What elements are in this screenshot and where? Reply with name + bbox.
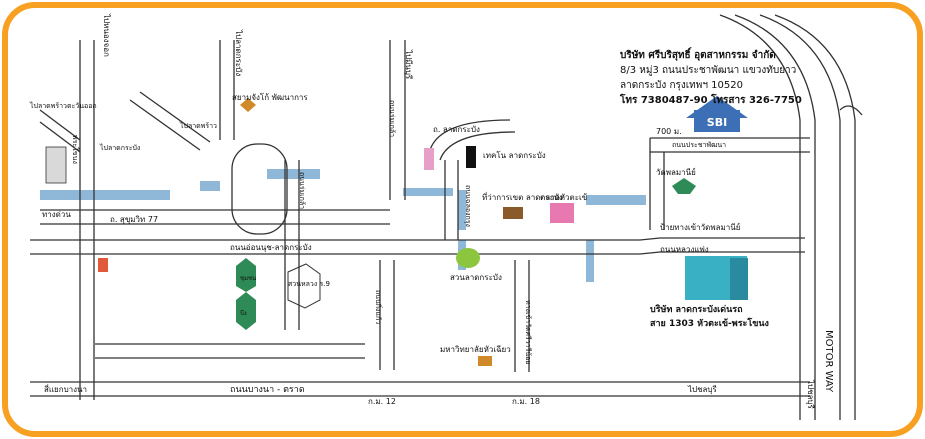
road-main-top — [30, 237, 805, 241]
road-pracha — [650, 137, 810, 153]
company-block-shadow — [730, 258, 748, 300]
rom-klao: ถนนร่มเกล้า — [298, 172, 306, 209]
to-nongchok: ไปหนองจอก — [102, 13, 111, 57]
road-main-bottom — [30, 251, 805, 255]
road-pracha-v — [649, 138, 665, 230]
tesco-block — [45, 146, 67, 184]
to-chonburi-v: ไปชลบุรี — [806, 379, 815, 410]
to-chonburi: ไปชลบุรี — [687, 385, 718, 394]
black-marker — [466, 146, 476, 168]
label-green2: บึง — [240, 310, 247, 317]
si-yaek: สี่แยกบางนา — [44, 383, 87, 394]
company-name: บริษัท ศรีบริสุทธิ์ อุตสาหกรรม จำกัด — [620, 47, 776, 61]
vert-mid: ถนนร่มเกล้า — [388, 100, 396, 137]
wat-marker — [672, 178, 696, 194]
canal-c — [458, 190, 466, 230]
canals — [40, 169, 646, 282]
red-marker — [98, 258, 108, 272]
wat-sri-waree: ทางเข้าวัดศรีวารีน้อย — [524, 300, 532, 364]
road-wind-1 — [429, 119, 516, 161]
chalong-krung: ถนนฉลองกรุง — [464, 185, 472, 227]
street-luang-phaeng: ถนนหลวงแพ่ง — [660, 245, 709, 254]
road-vert-4 — [514, 260, 530, 372]
pink-marker — [424, 148, 434, 170]
label-park-yan: สวนหลวง ร.9 — [288, 280, 330, 288]
to-latprao-e: ไปลาดพร้าวตะวันออก — [29, 101, 97, 110]
road-diag-1 — [129, 91, 211, 151]
street-pracha: ถนนประชาพัฒนา — [672, 141, 726, 149]
street-wat-sign: ป้ายทางเข้าวัดพลมานีย์ — [660, 222, 740, 232]
park-hex — [287, 263, 321, 309]
university-marker — [478, 356, 492, 366]
motorway-label: MOTOR WAY — [823, 330, 834, 393]
company-address1: 8/3 หมู่3 ถนนประชาพัฒนา แขวงทับยาว — [620, 65, 796, 76]
markers: SBI — [45, 96, 748, 366]
label-green1: ชุมชน — [240, 275, 256, 282]
to-minburi: ไปมีนบุรี — [404, 49, 413, 80]
green-hex-1 — [236, 258, 256, 292]
company-phone: โทร 7380487-90 โทรสาร 326-7750 — [619, 93, 802, 106]
label-house: สยามจังโก้ พัฒนาการ — [232, 92, 308, 102]
to-latkrabang-left: ไปลาดกระบัง — [99, 143, 140, 152]
oval-block — [231, 143, 288, 235]
label-hua-takhe: ตลาดหัวตะเข้ — [540, 193, 587, 202]
canal-f — [403, 188, 453, 196]
km-12: ก.ม. 12 — [368, 397, 396, 406]
road-mid-3 — [379, 260, 395, 370]
street-bangna: ถนนบางนา - ตราด — [230, 385, 305, 395]
road-mid-1 — [284, 160, 300, 330]
road-wind-2 — [444, 160, 459, 240]
canal-b — [267, 169, 320, 179]
street-sukhumvit: ถ. สุขุมวิท 77 — [110, 215, 158, 224]
motorway-1 — [719, 14, 801, 420]
street-main: ถนนอ่อนนุช-ลาดกระบัง — [230, 243, 312, 252]
label-tesco: พระโขนง — [71, 135, 80, 164]
house-marker — [240, 98, 256, 112]
green-hex-2 — [236, 292, 256, 330]
label-park-lk: สวนลาดกระบัง — [450, 273, 502, 282]
canal-west — [40, 190, 170, 200]
label-techno: เทคโน ลาดกระบัง — [483, 150, 546, 160]
distance-label: 700 ม. — [656, 127, 682, 136]
road-diag-2 — [39, 109, 81, 153]
km-18: ก.ม. 18 — [512, 397, 540, 406]
place-labels: เทคโน ลาดกระบัง ที่ว่าการเขต ลาดกระบัง ต… — [71, 92, 769, 354]
motorway-2 — [734, 14, 816, 420]
street-labels: ถนนประชาพัฒนา ถนนหลวงแพ่ง ป้ายทางเข้าวัด… — [29, 13, 834, 410]
canal-e — [586, 240, 594, 282]
label-wat: วัดพลมานีย์ — [656, 167, 696, 177]
label-company: บริษัท ลาดกระบังเด่นรถ — [650, 304, 743, 315]
to-latkrabang-top: ไปลาดกระบัง — [234, 29, 243, 76]
road-mid-2 — [389, 40, 406, 200]
canal-a — [200, 181, 220, 191]
king-kaew: ถนนกิ่งแก้ว — [374, 290, 383, 324]
roads — [30, 14, 863, 420]
label-university: มหาวิทยาลัยหัวเฉียว — [440, 345, 511, 354]
road-left-2 — [219, 40, 235, 140]
company-address2: ลาดกระบัง กรุงเทพฯ 10520 — [620, 80, 743, 91]
logo-text: SBI — [707, 116, 727, 129]
label-district: ที่ว่าการเขต ลาดกระบัง — [482, 191, 563, 202]
to-latprao: ไปลาดพร้าว — [179, 121, 217, 130]
lat-krabang-rd: ถ. ลาดกระบัง — [433, 125, 480, 134]
street-tangduan: ทางด่วน — [42, 210, 71, 219]
district-marker — [503, 207, 523, 219]
logo-roof — [686, 96, 748, 118]
motorway-3 — [759, 14, 841, 420]
motorway-4 — [774, 14, 856, 420]
label-bus: สาย 1303 หัวตะเข้-พระโขนง — [650, 317, 769, 329]
park-blob — [456, 248, 480, 268]
pink-block — [550, 203, 574, 223]
company-info: บริษัท ศรีบริสุทธิ์ อุตสาหกรรม จำกัด 8/3… — [619, 47, 802, 136]
motorway-loop — [839, 105, 863, 116]
canal-d — [586, 195, 646, 205]
